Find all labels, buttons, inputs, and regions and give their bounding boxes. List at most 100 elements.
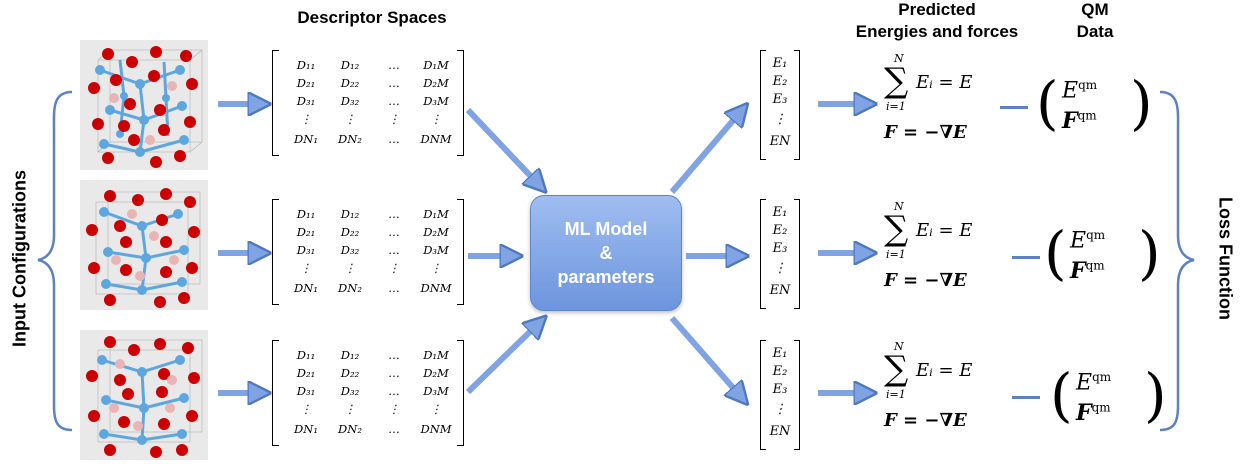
qm-reference-vector: ( Eqm Fqm ): [1050, 360, 1167, 440]
vector-right-bracket: [794, 199, 800, 309]
descriptor-cell: ⋮: [344, 402, 356, 416]
predicted-header-line1: Predicted: [898, 0, 976, 19]
descriptor-cell: …: [388, 225, 400, 239]
crystal-structure-2: [86, 188, 201, 308]
qm-right-paren: ): [1144, 361, 1167, 429]
descriptor-cell: …: [388, 207, 400, 221]
qm-force: Fqm: [1062, 108, 1097, 134]
descriptor-cell: D₃₁: [296, 94, 316, 108]
descriptor-cell: ⋮: [430, 261, 442, 275]
energy-cell: E₁: [772, 205, 788, 220]
energy-sum-expression: Eᵢ = E: [916, 72, 973, 93]
descriptor-cell: ⋮: [430, 402, 442, 416]
descriptor-cell: D₂M: [423, 76, 449, 90]
crystal-structure-1: [88, 46, 203, 168]
matrix-right-bracket: [457, 340, 464, 446]
ml-model-ampersand: &: [599, 243, 613, 263]
energy-sum-expression: Eᵢ = E: [916, 360, 973, 381]
descriptor-cell: …: [388, 422, 400, 436]
sum-upper-limit: N: [894, 52, 904, 65]
descriptor-cell: D₂₁: [296, 366, 316, 380]
qm-force: Fqm: [1070, 258, 1105, 284]
descriptor-cell: D₃₂: [340, 94, 360, 108]
descriptor-cell: D₁₁: [296, 58, 316, 72]
sum-lower-limit: i=1: [886, 100, 906, 113]
sum-symbol: ∑: [884, 349, 909, 389]
matrix-left-bracket: [272, 340, 279, 446]
descriptor-cell: ⋮: [344, 261, 356, 275]
arrow-model-to-energies3: [669, 316, 742, 398]
energy-cell: E₂: [772, 364, 788, 379]
sum-lower-limit: i=1: [886, 388, 906, 401]
qm-energy: Eqm: [1070, 228, 1106, 254]
descriptor-cell: D₃₁: [296, 243, 316, 257]
energy-cell: ⋮: [773, 112, 787, 127]
descriptor-cell: D₂M: [423, 366, 449, 380]
descriptor-cell: D₁₂: [340, 348, 360, 362]
force-expression: F = −∇E: [884, 122, 967, 143]
descriptor-cell: DN₂: [338, 132, 362, 146]
vector-right-bracket: [794, 340, 800, 450]
vector-left-bracket: [760, 199, 766, 309]
descriptor-cell: D₁M: [423, 348, 449, 362]
energy-cell: E₃: [772, 92, 788, 107]
descriptor-cell: D₂₂: [340, 366, 360, 380]
input-configurations-label: Input Configurations: [9, 170, 30, 347]
predicted-header-line2: Energies and forces: [855, 22, 1019, 41]
right-brace: [1159, 90, 1195, 432]
descriptor-cell: ⋮: [344, 112, 356, 126]
descriptor-cell: ⋮: [388, 402, 400, 416]
energy-force-equation: N ∑ i=1 Eᵢ = E F = −∇E: [884, 340, 1014, 444]
descriptor-cell: DNM: [420, 281, 452, 295]
descriptor-cell: D₃₂: [340, 243, 360, 257]
descriptor-cell: DNM: [420, 132, 452, 146]
energy-cell: EN: [769, 283, 791, 298]
ml-model-box: ML Model & parameters: [530, 195, 682, 311]
descriptor-cell: ⋮: [300, 261, 312, 275]
descriptor-spaces-header: Descriptor Spaces: [297, 8, 447, 27]
descriptor-cell: D₃₁: [296, 384, 316, 398]
ml-model-label: ML Model: [564, 219, 648, 239]
descriptor-cell: D₁₁: [296, 207, 316, 221]
comparison-dash: [1012, 256, 1040, 259]
qm-reference-vector: ( Eqm Fqm ): [1036, 68, 1153, 148]
descriptor-cell: D₃M: [423, 243, 449, 257]
energy-cell: EN: [769, 424, 791, 439]
force-expression: F = −∇E: [884, 410, 967, 431]
energy-cell: E₃: [772, 241, 788, 256]
energy-cell: E₁: [772, 56, 788, 71]
descriptor-cell: ⋮: [300, 112, 312, 126]
energy-cell: E₂: [772, 74, 788, 89]
descriptor-cell: D₁₂: [340, 207, 360, 221]
sum-upper-limit: N: [894, 340, 904, 353]
descriptor-cell: D₁₁: [296, 348, 316, 362]
energy-force-equation: N ∑ i=1 Eᵢ = E F = −∇E: [884, 52, 1014, 156]
arrow-descriptor3-to-model: [465, 322, 540, 395]
descriptor-cell: DN₁: [294, 132, 318, 146]
descriptor-cell: D₁₂: [340, 58, 360, 72]
arrow-descriptor1-to-model: [465, 107, 540, 186]
vector-right-bracket: [794, 50, 800, 160]
descriptor-cell: D₁M: [423, 207, 449, 221]
descriptor-cell: ⋮: [388, 261, 400, 275]
descriptor-cell: …: [388, 76, 400, 90]
sum-lower-limit: i=1: [886, 248, 906, 261]
descriptor-cell: ⋮: [388, 112, 400, 126]
descriptor-cell: D₃₂: [340, 384, 360, 398]
sum-upper-limit: N: [894, 200, 904, 213]
qm-left-paren: (: [1044, 219, 1067, 287]
crystal-structure-image: [80, 330, 208, 460]
comparison-dash: [1000, 106, 1028, 109]
matrix-left-bracket: [272, 50, 279, 156]
crystal-structure-3: [86, 336, 203, 458]
descriptor-cell: DN₂: [338, 422, 362, 436]
energy-cell: E₃: [772, 382, 788, 397]
arrow-model-to-energies1: [669, 110, 742, 194]
